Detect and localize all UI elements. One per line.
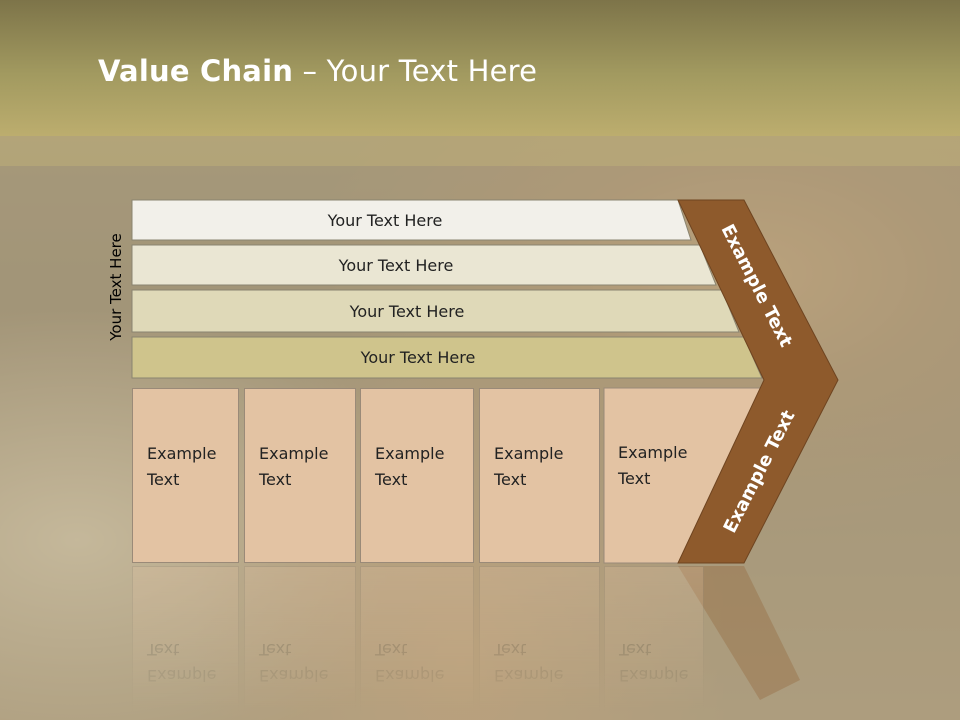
refl-3-line2: Text	[375, 640, 408, 659]
cell-1: Example Text	[132, 388, 239, 563]
cell-3: Example Text	[360, 388, 474, 563]
bar-2-label: Your Text Here	[338, 255, 454, 275]
cell-5-reflection: Example Text	[604, 566, 704, 720]
cell-2-line2: Text	[259, 470, 292, 489]
refl-2-line1: Example	[259, 666, 329, 685]
refl-1-line1: Example	[147, 666, 217, 685]
slide-title: Value Chain – Your Text Here	[98, 54, 537, 94]
bar-4: Your Text Here	[132, 337, 744, 378]
refl-5-line2: Text	[619, 640, 652, 659]
refl-5-line1: Example	[619, 666, 689, 685]
cell-4-reflection: Example Text	[479, 566, 600, 720]
title-bold: Value Chain	[98, 54, 294, 88]
cell-1-line2: Text	[147, 470, 180, 489]
bar-1: Your Text Here	[132, 200, 678, 240]
cell-3-reflection: Example Text	[360, 566, 474, 720]
cell-5: Example Text	[604, 388, 764, 563]
refl-4-line1: Example	[494, 666, 564, 685]
cell-1-reflection: Example Text	[132, 566, 239, 720]
bar-1-label: Your Text Here	[327, 210, 443, 230]
refl-3-line1: Example	[375, 666, 445, 685]
header-strip	[0, 136, 960, 166]
cell-1-line1: Example	[147, 444, 217, 463]
side-label: Your Text Here	[107, 233, 125, 341]
cell-4-line1: Example	[494, 444, 564, 463]
refl-1-line2: Text	[147, 640, 180, 659]
cell-5-text: Example Text	[618, 440, 687, 492]
refl-2-line2: Text	[259, 640, 292, 659]
cell-5-line1: Example	[618, 443, 688, 462]
cell-3-line1: Example	[375, 444, 445, 463]
cell-2-line1: Example	[259, 444, 329, 463]
cell-4-line2: Text	[494, 470, 527, 489]
title-rest: – Your Text Here	[293, 54, 538, 88]
bar-3-label: Your Text Here	[349, 301, 465, 321]
cell-3-line2: Text	[375, 470, 408, 489]
bar-4-label: Your Text Here	[360, 348, 476, 367]
bar-3: Your Text Here	[132, 290, 722, 332]
cell-5-line2: Text	[618, 469, 651, 488]
cell-2-reflection: Example Text	[244, 566, 356, 720]
bar-2: Your Text Here	[132, 245, 700, 285]
cell-2: Example Text	[244, 388, 356, 563]
header-band	[0, 0, 960, 136]
cell-4: Example Text	[479, 388, 600, 563]
refl-4-line2: Text	[494, 640, 527, 659]
